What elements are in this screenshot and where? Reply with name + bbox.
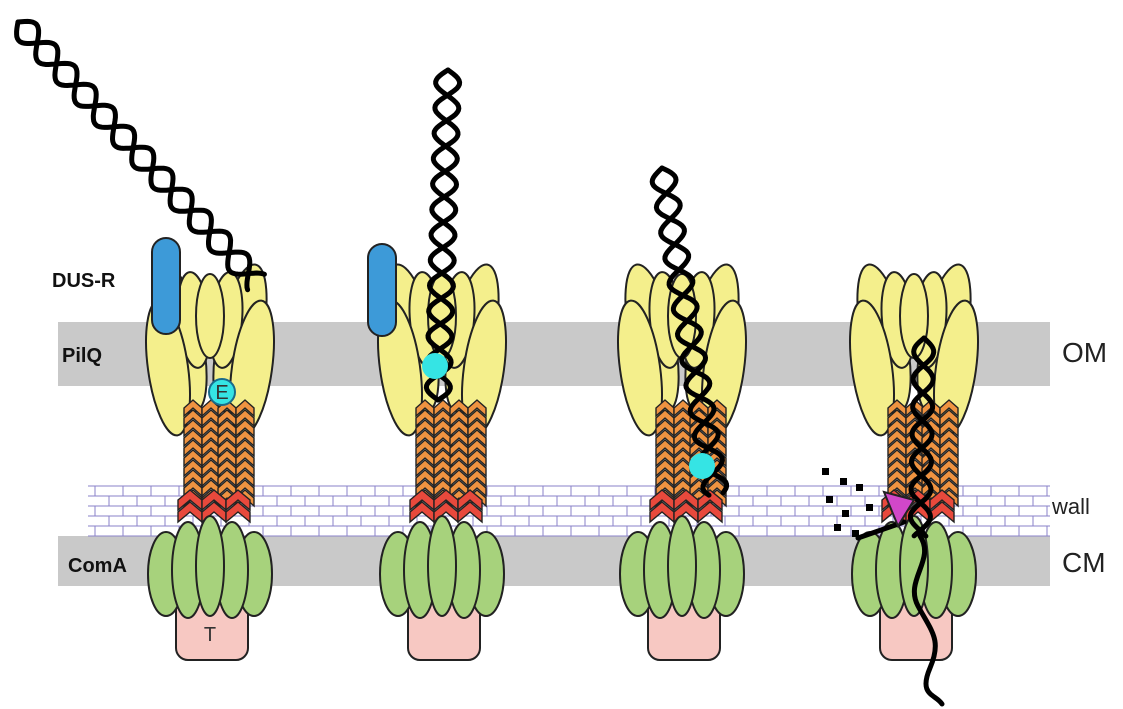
nucleotide-fragment bbox=[856, 484, 863, 491]
ligand-e-stage-1: E bbox=[209, 379, 235, 405]
om-label: OM bbox=[1062, 337, 1107, 368]
pilq-label: PilQ bbox=[62, 345, 102, 367]
nucleotide-fragment bbox=[826, 496, 833, 503]
pilq-lobe bbox=[196, 274, 224, 358]
ligand-stage-2 bbox=[422, 353, 448, 379]
nucleotide-fragment bbox=[840, 478, 847, 485]
coma-label: ComA bbox=[68, 555, 127, 577]
cm-label: CM bbox=[1062, 547, 1106, 578]
coma-channel bbox=[620, 516, 744, 618]
dna-stage-1 bbox=[17, 21, 265, 289]
pilus-fiber bbox=[178, 400, 254, 522]
t-label: T bbox=[204, 624, 216, 646]
dus-receptor-2 bbox=[368, 244, 396, 336]
nucleotide-fragment bbox=[866, 504, 873, 511]
dus-r-label: DUS-R bbox=[52, 270, 116, 292]
nucleotide-fragment bbox=[852, 530, 859, 537]
coma-channel bbox=[148, 516, 272, 618]
e-label: E bbox=[215, 382, 228, 404]
machinery-panels: T bbox=[139, 238, 986, 660]
nucleotide-fragment bbox=[834, 524, 841, 531]
wall-label: wall bbox=[1051, 494, 1090, 519]
dus-receptor-1 bbox=[152, 238, 180, 334]
ligand-stage-3 bbox=[689, 453, 715, 479]
pilus-fiber bbox=[650, 400, 726, 522]
coma-subunit bbox=[196, 516, 224, 616]
coma-channel bbox=[380, 516, 504, 618]
pilus-fiber bbox=[410, 400, 486, 522]
nucleotide-fragment bbox=[822, 468, 829, 475]
coma-subunit bbox=[668, 516, 696, 616]
nucleotide-fragment bbox=[842, 510, 849, 517]
coma-subunit bbox=[428, 516, 456, 616]
